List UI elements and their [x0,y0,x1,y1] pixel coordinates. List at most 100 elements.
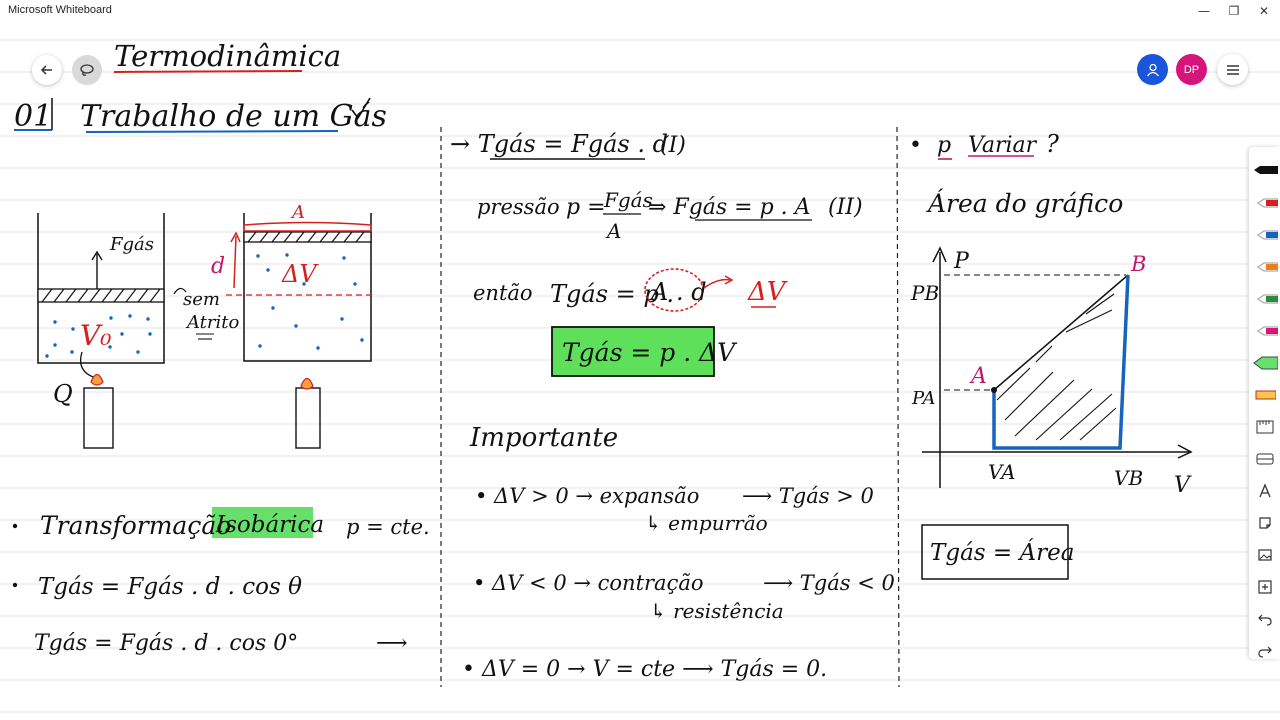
area-do-grafico-label: Área do gráfico [926,189,1123,218]
entao-label: então [473,281,533,305]
atrito-label: Atrito [185,312,240,333]
question-varia: Variar [968,133,1038,158]
displacement-label: d [211,254,225,279]
eq-pressure-den: A [605,219,621,243]
isobarica-label: Isobárica [215,512,324,538]
work-formula-zero: Tgás = Fgás . d . cos 0° [34,631,298,656]
pen-orange-icon [1256,262,1278,272]
heading-text: Trabalho de um Gás [80,99,387,134]
image-icon [1257,549,1272,561]
whiteboard-canvas[interactable]: Termodinâmica 01 Trabalho de um Gás [0,22,1280,720]
checkmark-icon [351,97,371,120]
ruler-icon [1256,420,1273,434]
heat-label: Q [53,380,73,408]
bullet-expansion-result: ⟶ Tgás > 0 [742,484,874,508]
ruled-lines [0,39,1280,713]
sticky-note-tool[interactable] [1249,508,1280,538]
cylinder-diagram-1 [37,213,214,449]
point-a-label: A [969,364,987,389]
pressao-label: pressão [477,195,560,219]
back-button[interactable] [32,55,62,85]
settings-menu-button[interactable] [1217,54,1248,85]
highlight-isobarica [212,507,313,538]
cylinder-diagram-2 [243,213,372,449]
vb-label: VB [1114,466,1143,490]
image-tool[interactable] [1249,540,1280,570]
sem-label: sem [183,289,220,310]
close-icon[interactable]: ✕ [1258,4,1270,18]
p-cte-label: p = cte. [346,515,430,539]
heading-number: 01 [14,99,52,134]
lasso-icon [80,64,94,76]
inking-toolbar [1249,147,1280,659]
highlighter-green-icon [1252,356,1278,370]
pa-label: PA [911,388,935,409]
text-tool[interactable] [1249,476,1280,506]
sticky-note-icon [1258,517,1271,529]
pen-black-icon [1253,166,1278,174]
restore-icon[interactable]: ❐ [1228,4,1240,18]
eraser-tool[interactable] [1249,444,1280,474]
add-item-tool[interactable] [1249,572,1280,602]
minimize-icon[interactable]: — [1198,4,1210,18]
window-title: Microsoft Whiteboard [8,4,112,16]
eq-work-substitution: Tgás = p . [550,280,674,308]
pen-black-tool[interactable] [1249,155,1280,185]
pen-pink-tool[interactable] [1249,316,1280,346]
empurrao-label: ↳ empurrão [645,511,768,535]
separator-2 [896,126,900,688]
arrow-left-icon [40,65,52,75]
bullet-contraction: • ΔV < 0 → contração [473,571,704,595]
resistencia-label: ↳ resistência [650,599,784,623]
axis-v-label: V [1174,473,1192,498]
highlighter-green-tool[interactable] [1249,348,1280,378]
bullet-contraction-result: ⟶ Tgás < 0 [763,571,895,595]
eq-pressure-num: Fgás [603,188,653,212]
arrow-to-dv [703,278,731,289]
avatar-initials: DP [1183,63,1200,76]
redo-button[interactable] [1249,636,1280,666]
title-bar: Microsoft Whiteboard — ❐ ✕ [0,0,1280,22]
question-p: p [937,133,951,158]
pen-blue-tool[interactable] [1249,220,1280,250]
ruler-tool[interactable] [1249,412,1280,442]
gas-particles-1 [45,314,152,358]
v0-label: V₀ [80,319,111,352]
title-underline [113,70,303,73]
undo-button[interactable] [1249,604,1280,634]
user-avatar[interactable]: DP [1176,54,1207,85]
highlighter-yellow-tool[interactable] [1249,380,1280,410]
area-result-text: Tgás = Área [930,539,1074,566]
pen-pink-icon [1256,326,1278,336]
lasso-select-button[interactable] [72,55,102,85]
board-title: Termodinâmica [114,39,341,73]
redo-icon [1257,646,1272,658]
circled-ad [644,268,704,312]
pv-graph [922,246,1193,488]
hamburger-icon [1226,64,1239,75]
boxed-result-text: Tgás = p . ΔV [562,338,738,367]
question-mark: ? [1046,130,1059,158]
heading-underline [85,130,339,133]
area-label: A [290,202,305,223]
undo-icon [1257,614,1272,626]
eq-tag-2: (II) [828,195,863,220]
point-b-label: B [1130,252,1146,276]
eq-force-pressure: ⇒ Fgás = p . A [648,195,811,220]
force-label: Fgás [109,234,154,255]
area-result-box [921,524,1069,580]
pb-label: PB [910,281,939,305]
eq-work-force: → Tgás = Fgás . d [450,130,668,158]
pen-orange-tool[interactable] [1249,252,1280,282]
pen-green-tool[interactable] [1249,284,1280,314]
bullet-zero: • ΔV = 0 → V = cte ⟶ Tgás = 0. [462,657,827,682]
axis-p-label: P [953,249,970,274]
pen-red-icon [1256,198,1278,208]
bullet-expansion: • ΔV > 0 → expansão [475,484,699,508]
circled-ad-text: A . d [649,278,707,306]
pen-red-tool[interactable] [1249,188,1280,218]
board-drawing: Termodinâmica 01 Trabalho de um Gás [0,39,1280,713]
gas-particles-2 [256,253,364,350]
delta-v-label: ΔV [281,260,319,288]
invite-user-button[interactable] [1137,54,1168,85]
